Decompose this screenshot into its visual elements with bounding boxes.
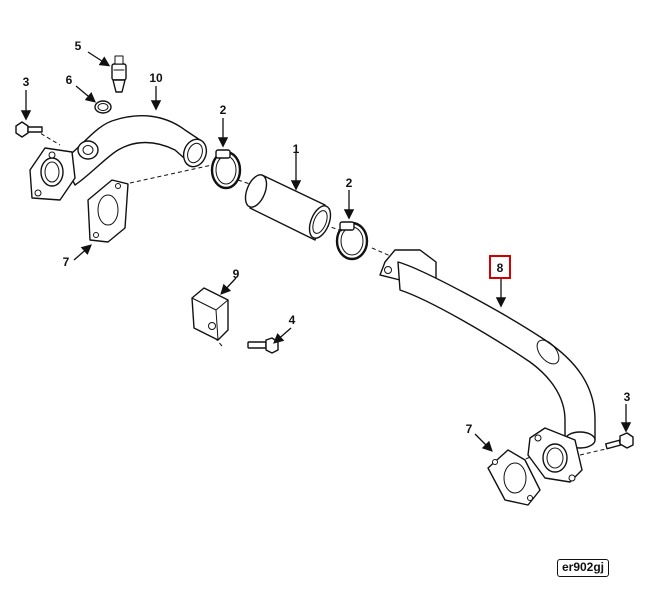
callout-7-lower: 7 xyxy=(466,422,473,436)
callout-1: 1 xyxy=(293,142,300,156)
callout-4: 4 xyxy=(289,313,296,327)
part-9-bracket xyxy=(191,287,229,341)
callout-8-highlight-box xyxy=(489,255,511,279)
callout-3-upper: 3 xyxy=(23,75,30,89)
part-2-clamp-upper xyxy=(210,149,242,190)
callout-3-lower: 3 xyxy=(624,390,631,404)
part-8-long-tube xyxy=(379,249,596,483)
part-3-bolt-upper xyxy=(15,121,43,138)
callout-9: 9 xyxy=(233,267,240,281)
part-10-elbow-tube xyxy=(29,115,208,201)
callout-5: 5 xyxy=(75,39,82,53)
part-6-o-ring xyxy=(94,100,112,114)
callout-6: 6 xyxy=(66,73,73,87)
callout-7-upper: 7 xyxy=(63,255,70,269)
part-4-bolt xyxy=(247,337,279,354)
callout-2-lower: 2 xyxy=(346,176,353,190)
part-7-gasket-upper xyxy=(87,179,129,243)
part-1-hose xyxy=(244,174,332,241)
reference-code-label: er902gj xyxy=(557,559,609,577)
part-3-bolt-lower xyxy=(605,432,634,450)
callout-2-upper: 2 xyxy=(220,103,227,117)
callout-10: 10 xyxy=(149,71,163,85)
part-5-sensor xyxy=(111,55,127,93)
assembly-alignment-lines xyxy=(34,129,611,471)
part-7-gasket-lower xyxy=(487,449,541,506)
leader-lines xyxy=(20,51,632,452)
callout-labels: 5 6 3 10 2 1 2 7 9 4 7 3 8 xyxy=(23,39,631,436)
callout-8: 8 xyxy=(497,261,504,275)
part-2-clamp-lower xyxy=(335,221,369,261)
